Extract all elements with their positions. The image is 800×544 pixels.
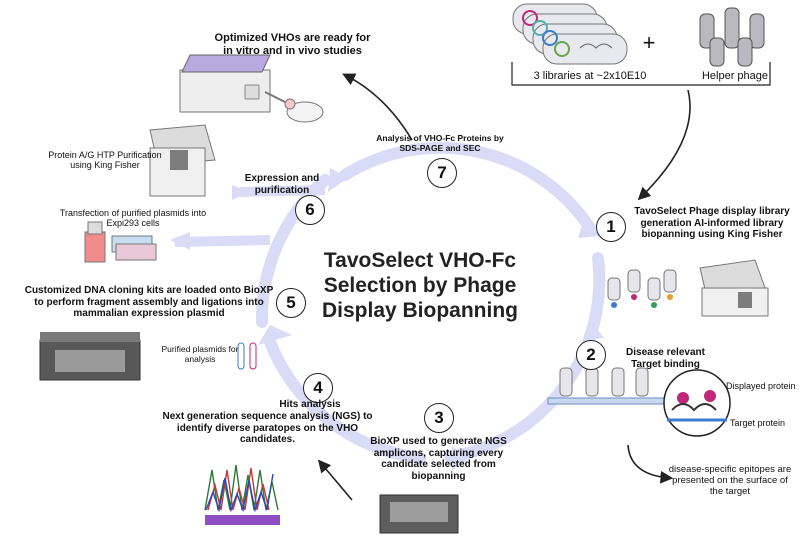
step-4-title: Hits analysis [279, 399, 341, 410]
epitopes-label: disease-specific epitopes are presented … [668, 464, 792, 497]
step-2-text: Disease relevant Target binding [626, 347, 705, 370]
bioxp-left [39, 332, 141, 381]
step-7-text: Analysis of VHO-Fc Proteins by SDS-PAGE … [376, 133, 504, 153]
optimized-label: Optimized VHOs are ready for in vitro an… [214, 32, 371, 57]
step-5-text: Customized DNA cloning kits are loaded o… [24, 285, 274, 319]
side-arrow [174, 235, 271, 247]
mouse [264, 91, 324, 123]
step-1-number: 1 [596, 212, 626, 242]
helper-phage-label: Helper phage [701, 70, 769, 82]
step-6-text: Expression and purification [244, 173, 320, 196]
target-protein-label: Target protein [730, 418, 786, 428]
step-3-number: 3 [424, 403, 454, 433]
library-label: 3 libraries at ~2x10E10 [533, 70, 647, 82]
diagram-title: TavoSelect VHO-Fc Selection by Phage Dis… [321, 249, 518, 323]
transfection-label: Transfection of purified plasmids into E… [59, 208, 207, 229]
library-bacteria [512, 3, 628, 65]
arrow-step7-to-optimized [342, 73, 413, 141]
displayed-protein-label: Displayed protein [726, 381, 796, 391]
step-4-text: Next generation sequence analysis (NGS) … [162, 411, 373, 445]
helper-phage [699, 7, 765, 67]
step-1-text: TavoSelect Phage display library generat… [634, 206, 790, 240]
step-6-number: 6 [295, 195, 325, 225]
arrow-epitope [627, 444, 674, 484]
flask-and-plate [84, 221, 157, 263]
library-bracket [511, 62, 771, 86]
step-2-number: 2 [576, 340, 606, 370]
phages-step1 [607, 269, 677, 308]
kingfisher-step1 [699, 259, 769, 317]
protein-ag-label: Protein A/G HTP Purification using King … [48, 150, 162, 171]
bioxp-bottom [379, 494, 459, 534]
chromatogram [204, 464, 280, 525]
side-arrow-2 [239, 185, 326, 197]
arrow-library-to-step1 [637, 89, 691, 201]
binding-phages [547, 367, 679, 405]
step-3-text: BioXP used to generate NGS amplicons, ca… [370, 436, 507, 482]
plasmids-label: Purified plasmids for analysis [161, 344, 239, 364]
kingfisher-top [149, 124, 216, 197]
step-4-number: 4 [303, 373, 333, 403]
step-7-number: 7 [427, 158, 457, 188]
plate-reader [179, 54, 271, 113]
arrow-step3-to-ngs [317, 459, 353, 501]
step-5-number: 5 [276, 288, 306, 318]
zoom-circle [663, 369, 731, 437]
plasmid-tubes [237, 342, 257, 370]
plus-sign: + [642, 30, 656, 55]
